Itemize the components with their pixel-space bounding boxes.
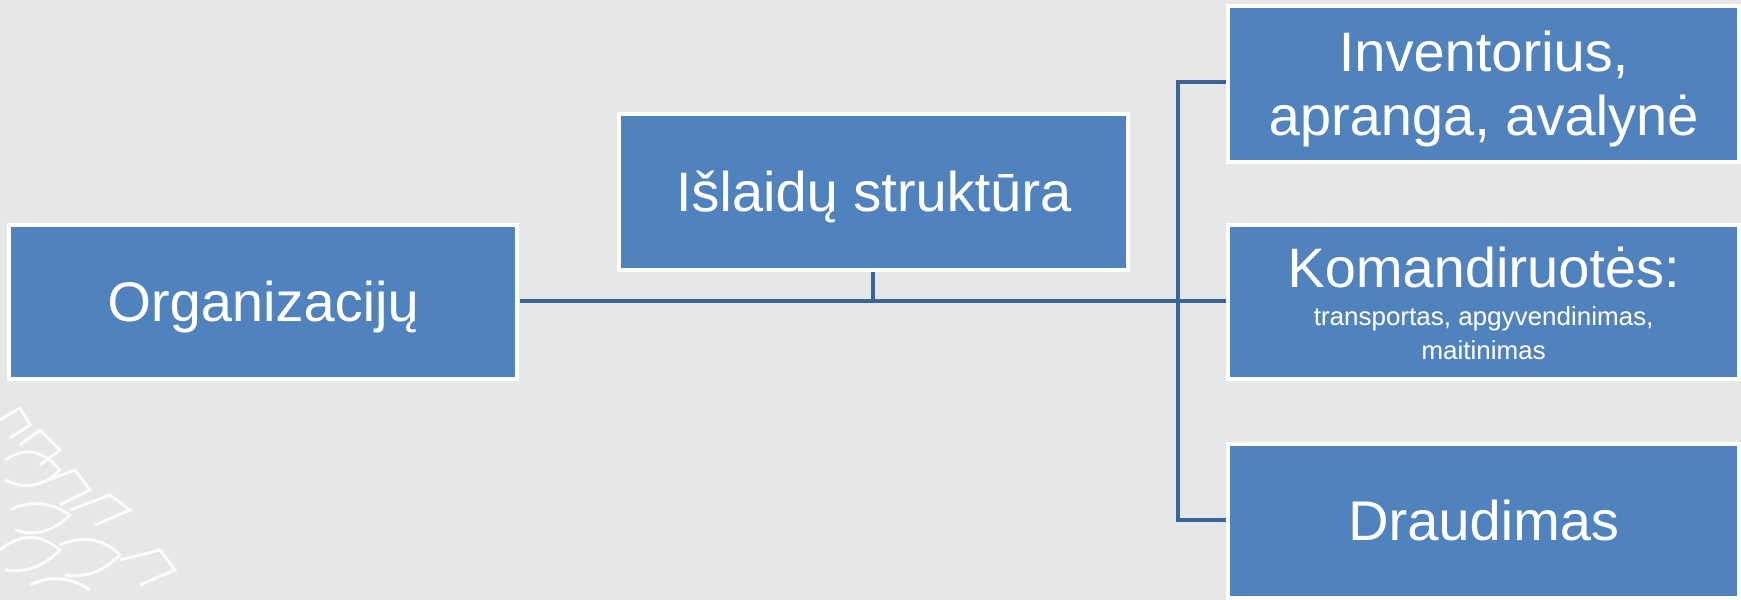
node-komandiruotes-label: Komandiruotės: xyxy=(1287,236,1680,299)
node-inventorius-line1: Inventorius, xyxy=(1338,19,1629,83)
node-komandiruotes: Komandiruotės: transportas, apgyvendinim… xyxy=(1226,223,1741,381)
node-inventorius: Inventorius, apranga, avalynė xyxy=(1226,4,1741,164)
node-organizaciju: Organizacijų xyxy=(7,223,519,381)
corner-decoration-icon xyxy=(0,405,178,592)
node-islaidu-struktura-label: Išlaidų struktūra xyxy=(675,159,1072,223)
node-komandiruotes-sub2: maitinimas xyxy=(1421,335,1546,366)
node-draudimas: Draudimas xyxy=(1226,442,1741,600)
node-inventorius-line2: apranga, avalynė xyxy=(1268,84,1699,147)
node-draudimas-label: Draudimas xyxy=(1348,488,1619,552)
node-komandiruotes-sub1: transportas, apgyvendinimas, xyxy=(1313,301,1654,332)
node-organizaciju-label: Organizacijų xyxy=(107,269,419,333)
node-islaidu-struktura: Išlaidų struktūra xyxy=(617,112,1130,272)
